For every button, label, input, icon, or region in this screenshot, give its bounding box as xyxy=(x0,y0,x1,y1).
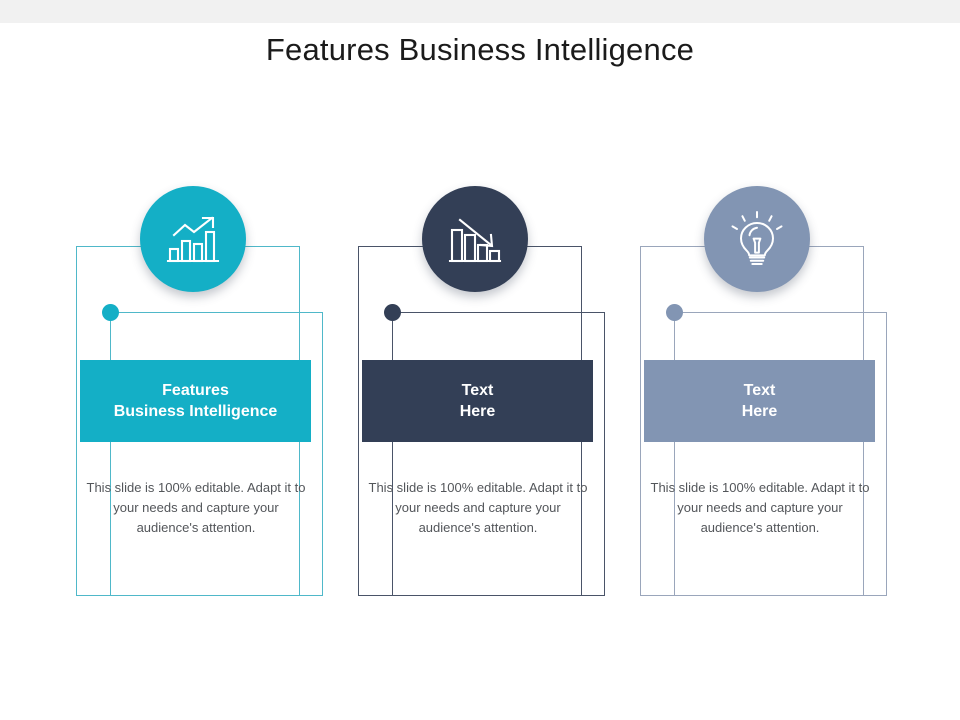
card-body-text: This slide is 100% editable. Adapt it to… xyxy=(86,480,306,536)
feature-card[interactable]: Text Here This slide is 100% editable. A… xyxy=(344,186,634,606)
card-frame-front xyxy=(674,312,887,596)
card-heading: Features Business Intelligence xyxy=(113,381,278,420)
card-body-text: This slide is 100% editable. Adapt it to… xyxy=(650,480,870,536)
card-header-box: Text Here xyxy=(362,360,593,442)
connector-dot xyxy=(102,304,119,321)
feature-card[interactable]: Features Business Intelligence This slid… xyxy=(62,186,352,606)
card-frame-front xyxy=(392,312,605,596)
connector-dot xyxy=(384,304,401,321)
card-frame-front xyxy=(110,312,323,596)
feature-card[interactable]: Text Here This slide is 100% editable. A… xyxy=(626,186,916,606)
card-heading: Text Here xyxy=(741,381,778,420)
card-body-text: This slide is 100% editable. Adapt it to… xyxy=(368,480,588,536)
card-header-box: Text Here xyxy=(644,360,875,442)
connector-dot xyxy=(666,304,683,321)
bar-chart-down-arrow-icon[interactable] xyxy=(422,186,528,292)
lightbulb-icon[interactable] xyxy=(704,186,810,292)
card-header-box: Features Business Intelligence xyxy=(80,360,311,442)
top-gray-band xyxy=(0,0,960,23)
page-title: Features Business Intelligence xyxy=(265,32,695,67)
card-heading: Text Here xyxy=(459,381,496,420)
bar-chart-up-arrow-icon[interactable] xyxy=(140,186,246,292)
